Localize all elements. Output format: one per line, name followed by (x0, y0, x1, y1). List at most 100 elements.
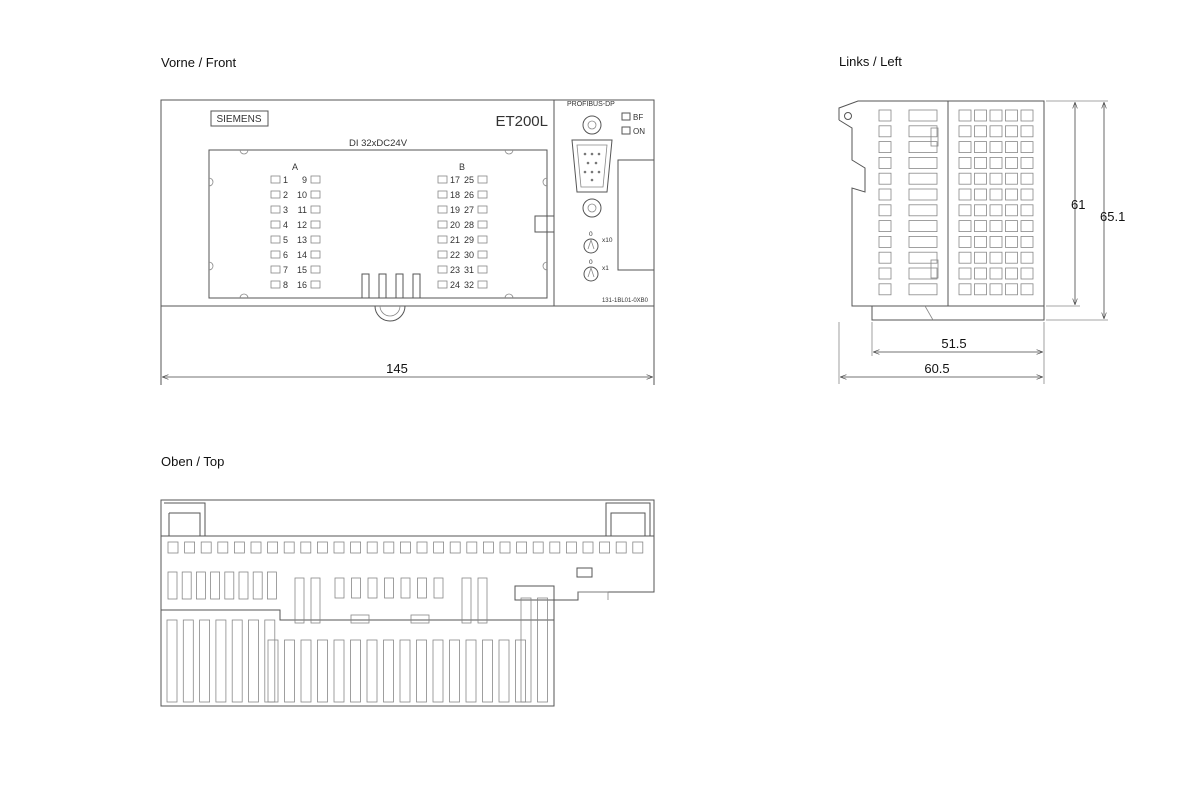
side-terminal (878, 251, 892, 264)
side-terminal-wide (908, 141, 938, 154)
channel-label: 31 (464, 265, 474, 275)
top-step-line (161, 609, 554, 621)
side-terminal-cell (958, 220, 972, 233)
channel-led (437, 235, 448, 244)
svg-text:0: 0 (589, 231, 593, 238)
channel-label: 26 (464, 190, 474, 200)
led-on (621, 126, 631, 135)
side-terminal-cell (958, 235, 972, 248)
side-rail-profile (838, 119, 872, 307)
top-terminal-hole (599, 541, 610, 554)
channel-label: 27 (464, 205, 474, 215)
channel-label: 6 (283, 250, 288, 260)
top-terminal-hole (200, 541, 212, 554)
address-switch-x1: x1 0 (583, 259, 609, 282)
top-terminal-hole (566, 541, 577, 554)
side-terminal-cell (974, 125, 987, 138)
channel-label: 10 (297, 190, 307, 200)
side-terminal-cell (958, 251, 972, 264)
side-terminal-wide (908, 109, 938, 122)
top-terminal-slot (195, 571, 206, 600)
top-terminal-hole (482, 541, 494, 554)
side-terminal (878, 267, 892, 280)
dsub-connector (571, 115, 613, 218)
channel-led (437, 220, 448, 229)
top-terminal-slot (294, 577, 305, 624)
top-terminal-slot (400, 577, 411, 599)
channel-led (437, 265, 448, 274)
side-terminal-wide (908, 204, 938, 217)
channel-label: 25 (464, 175, 474, 185)
top-terminal-slot (252, 571, 263, 600)
side-housing-outline (838, 100, 1045, 307)
top-terminal-hole (184, 541, 196, 554)
top-terminal-slot (334, 577, 345, 599)
channel-label: 18 (450, 190, 460, 200)
channel-window (208, 149, 548, 299)
side-terminal-cell (958, 204, 972, 217)
channel-led (310, 280, 321, 289)
address-switch-x10: x10 0 (583, 231, 613, 254)
side-terminal-cell (1020, 251, 1034, 264)
channel-label: 30 (464, 250, 474, 260)
side-pivot-hole (844, 112, 852, 120)
top-terminal-hole (615, 541, 627, 554)
side-terminal-wide (908, 125, 938, 138)
channel-label: 17 (450, 175, 460, 185)
channel-label: 5 (283, 235, 288, 245)
side-terminal-wide (908, 283, 938, 296)
group-a-label: A (292, 162, 298, 172)
di-label: DI 32xDC24V (349, 138, 408, 149)
top-long-slot (520, 597, 532, 703)
top-terminal-slot (210, 571, 221, 600)
svg-text:0: 0 (589, 259, 593, 266)
top-terminal-hole (549, 541, 561, 554)
side-terminal-cell (958, 109, 972, 122)
side-terminal-cell (958, 141, 972, 154)
left-view-title: Links / Left (839, 54, 902, 69)
channel-led (310, 220, 321, 229)
side-terminal-cell (1020, 204, 1034, 217)
channel-label: 16 (297, 280, 307, 290)
channel-led (477, 190, 488, 199)
channel-led (270, 265, 281, 274)
top-connector-edge (578, 591, 609, 600)
channel-label: 12 (297, 220, 307, 230)
top-terminal-hole (466, 541, 478, 554)
channel-led (310, 190, 321, 199)
side-terminal-cell (974, 251, 987, 264)
width-dimension: 145 (386, 361, 408, 376)
side-terminal-cell (958, 125, 972, 138)
connector-tabs (361, 273, 421, 298)
side-terminal-cell (974, 220, 987, 233)
depth-dim-inner: 51.5 (941, 336, 966, 351)
top-long-slot (267, 639, 279, 703)
side-terminal-cell (958, 283, 972, 296)
top-terminal-hole (167, 541, 179, 554)
side-terminal (878, 125, 892, 138)
side-terminal-cell (974, 109, 987, 122)
channel-label: 13 (297, 235, 307, 245)
channel-led (310, 265, 321, 274)
side-terminal-cell (1020, 172, 1034, 185)
top-long-slot (537, 597, 548, 703)
side-terminal-cell (1005, 235, 1018, 248)
side-terminal-cell (1020, 220, 1034, 233)
top-terminal-slot (417, 577, 427, 599)
top-small-slot (576, 567, 593, 578)
side-terminal-cell (989, 235, 1003, 248)
side-terminal-cell (1005, 172, 1018, 185)
side-terminal-cell (1005, 220, 1018, 233)
top-key-slot (350, 614, 370, 624)
side-terminal-cell (974, 188, 987, 201)
top-long-slot (231, 619, 243, 703)
side-terminal (878, 220, 892, 233)
side-terminal (878, 283, 892, 296)
top-long-slot (416, 639, 427, 703)
side-terminal-cell (958, 156, 972, 169)
side-terminal-cell (989, 267, 1003, 280)
side-terminal-cell (1005, 204, 1018, 217)
top-terminal-hole (366, 541, 378, 554)
side-terminal (878, 172, 892, 185)
channel-led (477, 250, 488, 259)
